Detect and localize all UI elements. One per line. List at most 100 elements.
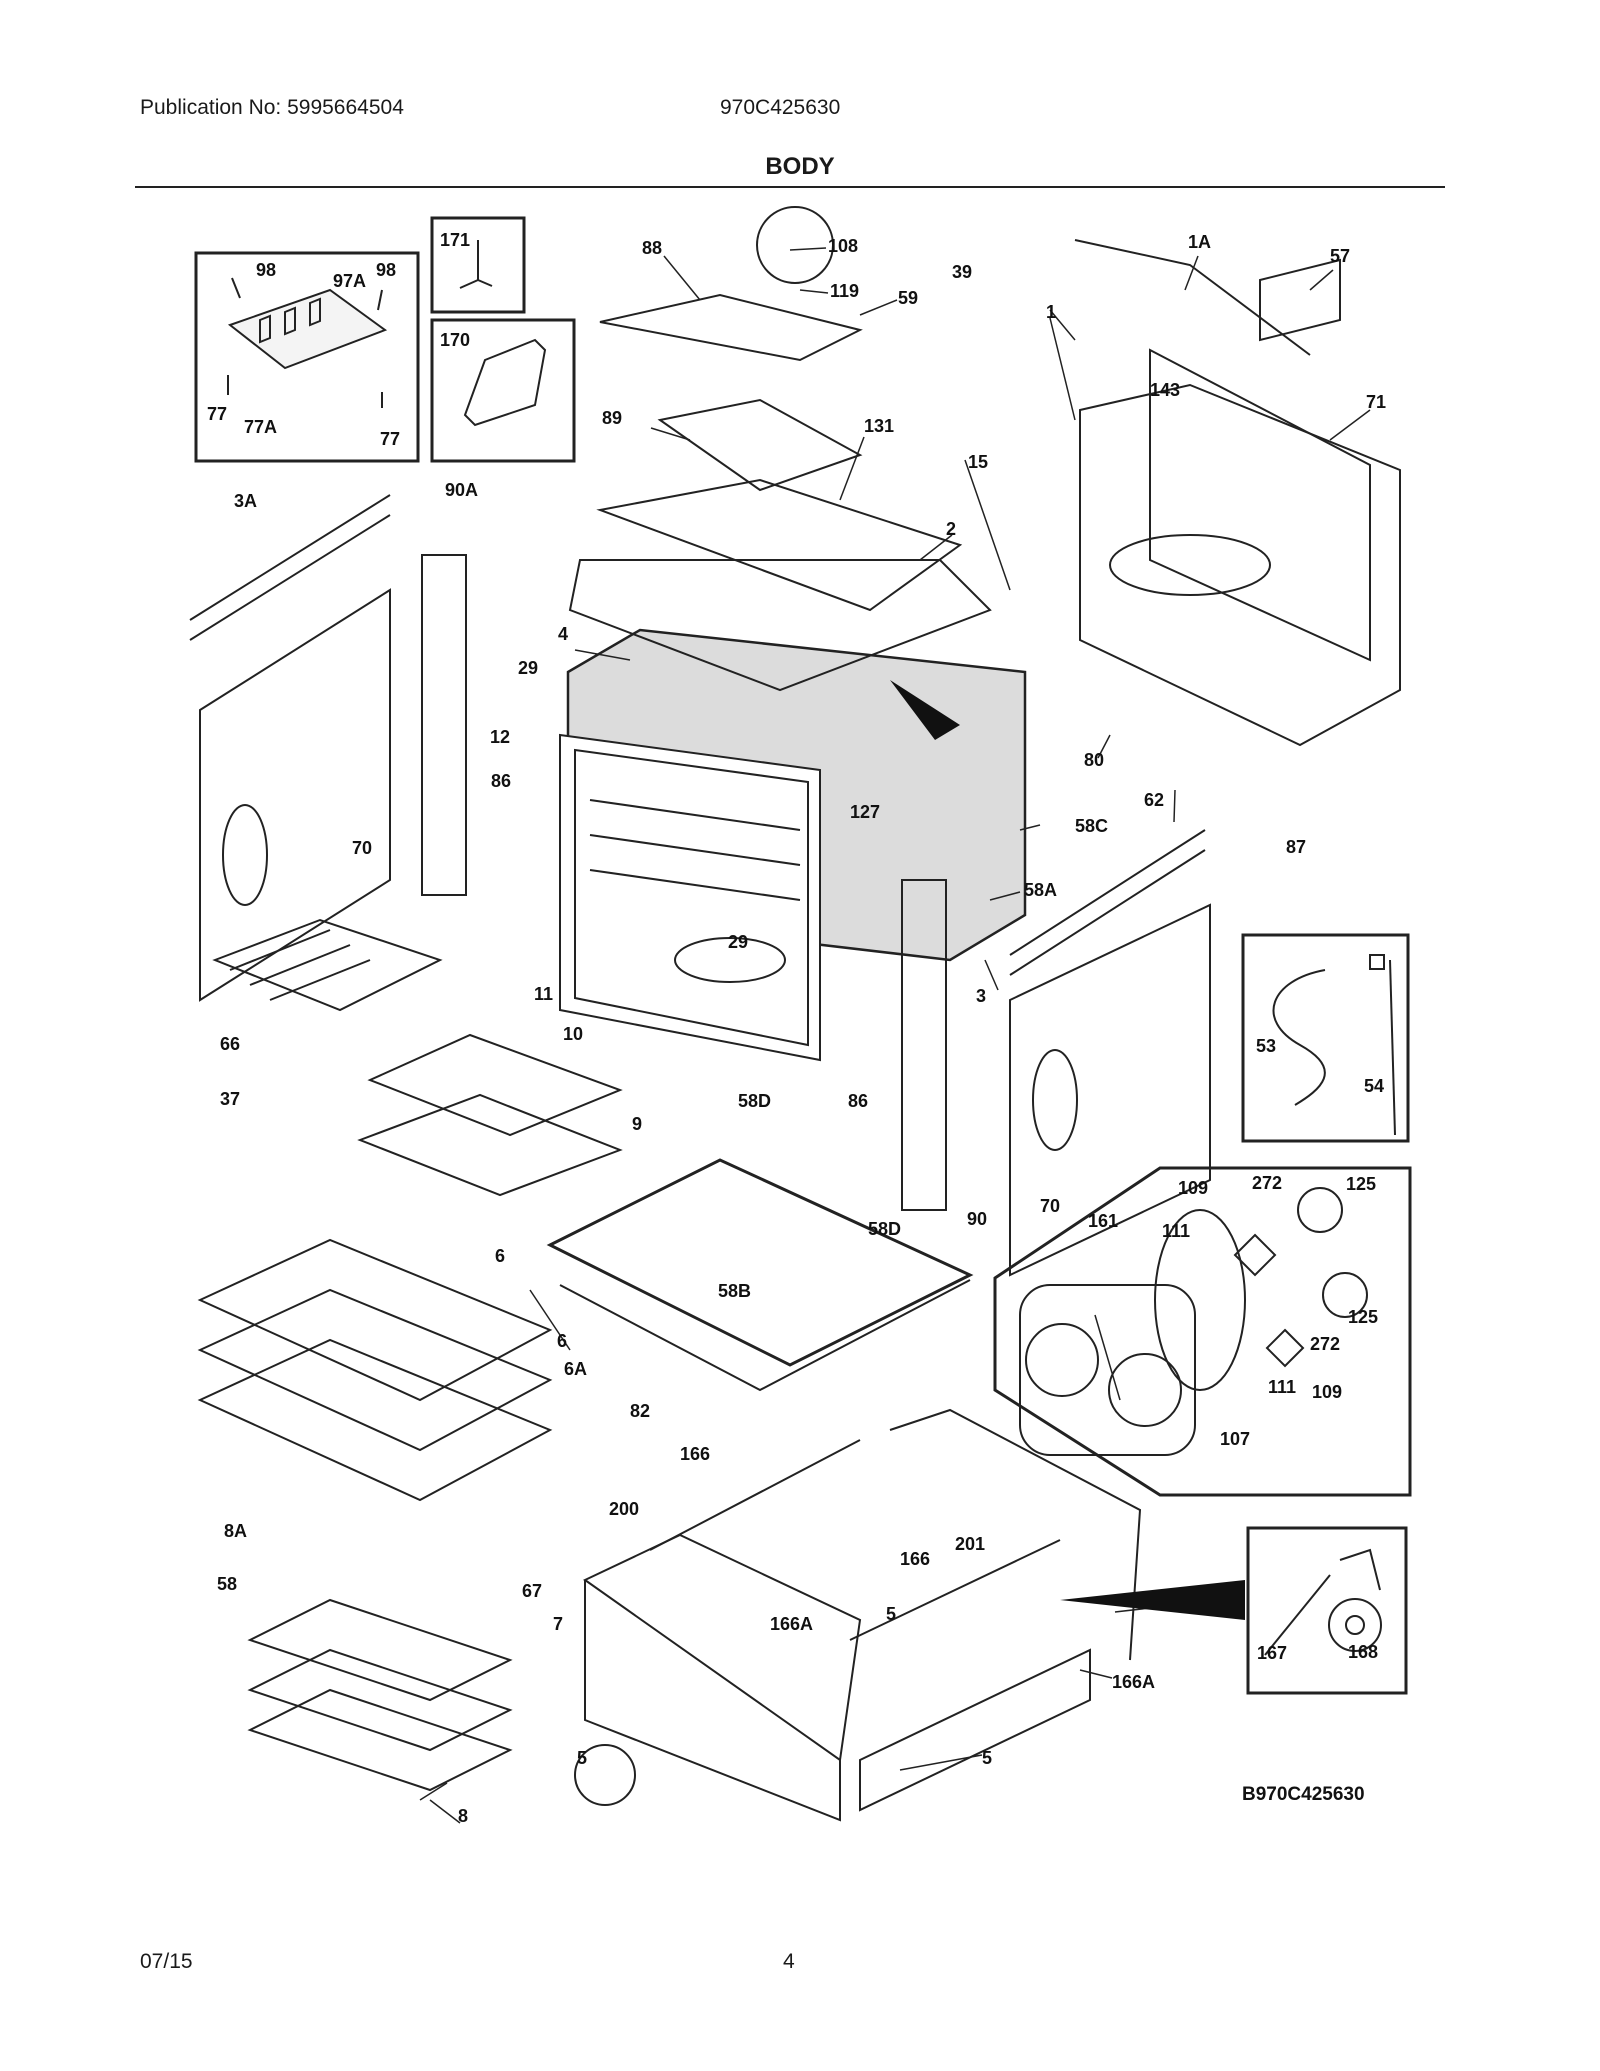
callout-5b: 5: [982, 1748, 992, 1768]
inset-hinge: [1246, 1526, 1408, 1695]
callout-77a-label: 77A: [244, 417, 277, 437]
callout-86b: 86: [848, 1091, 868, 1111]
callout-8: 8: [458, 1806, 468, 1826]
callout-166a-a: 166A: [770, 1614, 813, 1634]
callout-77b: 77: [380, 429, 400, 449]
callout-86a: 86: [491, 771, 511, 791]
callout-5c: 5: [577, 1748, 587, 1768]
callout-4: 4: [558, 624, 568, 644]
callout-54: 54: [1364, 1076, 1384, 1096]
callout-1: 1: [1046, 302, 1056, 322]
callout-109b: 109: [1312, 1382, 1342, 1402]
callout-111b: 111: [1268, 1377, 1296, 1397]
callout-67: 67: [522, 1581, 542, 1601]
callout-98a: 98: [256, 260, 276, 280]
callout-70a: 70: [352, 838, 372, 858]
callout-labels: 98 97A 98 77 77A 77 171 170 88 108 119 5…: [207, 230, 1386, 1826]
callout-166b: 166: [900, 1549, 930, 1569]
callout-98b: 98: [376, 260, 396, 280]
callout-272b: 272: [1310, 1334, 1340, 1354]
footer-date: 07/15: [140, 1950, 193, 1973]
callout-119: 119: [830, 281, 859, 301]
model-number: 970C425630: [720, 96, 841, 119]
callout-66: 66: [220, 1034, 240, 1054]
racks-and-elements: [197, 918, 623, 1792]
page-title: BODY: [765, 153, 835, 180]
inset-probe-wire: [1241, 933, 1410, 1143]
callout-wedge: [1060, 1580, 1245, 1620]
callout-171: 171: [440, 230, 470, 250]
side-panels: [189, 494, 1211, 1277]
inset-convection-fan: [993, 1166, 1412, 1497]
callout-6a-label: 6A: [564, 1359, 587, 1379]
callout-80: 80: [1084, 750, 1104, 770]
callout-272a: 272: [1252, 1173, 1282, 1193]
callout-62: 62: [1144, 790, 1164, 810]
callout-143: 143: [1150, 380, 1180, 400]
lower-frame: [546, 1158, 1142, 1822]
callout-88: 88: [642, 238, 662, 258]
title-divider: [135, 186, 1445, 188]
diagram-code: B970C425630: [1242, 1784, 1365, 1805]
callout-12: 12: [490, 727, 510, 747]
callout-87: 87: [1286, 837, 1306, 857]
callout-9: 9: [632, 1114, 642, 1134]
inset-bracket-171: [430, 216, 526, 314]
callout-53: 53: [1256, 1036, 1276, 1056]
callout-2: 2: [946, 519, 956, 539]
page-number: 4: [783, 1950, 795, 1973]
callout-109a: 109: [1178, 1178, 1208, 1198]
callout-6b: 6: [557, 1331, 567, 1351]
callout-29a: 29: [518, 658, 538, 678]
oven-cavity: [559, 628, 1027, 1062]
callout-89: 89: [602, 408, 622, 428]
callout-170: 170: [440, 330, 470, 350]
callout-90a: 90A: [445, 480, 478, 500]
callout-107: 107: [1220, 1429, 1250, 1449]
callout-82: 82: [630, 1401, 650, 1421]
callout-200: 200: [609, 1499, 639, 1519]
publication-number: Publication No: 5995664504: [140, 96, 404, 119]
callout-161: 161: [1088, 1211, 1118, 1231]
callout-6a: 6: [495, 1246, 505, 1266]
callout-201: 201: [955, 1534, 985, 1554]
callout-59: 59: [898, 288, 918, 308]
callout-97a: 97A: [333, 271, 366, 291]
callout-5a: 5: [886, 1604, 896, 1624]
callout-57: 57: [1330, 246, 1350, 266]
callout-15: 15: [968, 452, 988, 472]
callout-58: 58: [217, 1574, 237, 1594]
callout-39: 39: [952, 262, 972, 282]
callout-166a: 166: [680, 1444, 710, 1464]
callout-58a: 58A: [1024, 880, 1057, 900]
callout-127: 127: [850, 802, 880, 822]
callout-37: 37: [220, 1089, 240, 1109]
callout-58b: 58B: [718, 1281, 751, 1301]
callout-108: 108: [828, 236, 858, 256]
callout-10: 10: [563, 1024, 583, 1044]
callout-58d-b: 58D: [868, 1219, 901, 1239]
rear-panels: [1074, 239, 1401, 747]
callout-7: 7: [553, 1614, 563, 1634]
callout-58c: 58C: [1075, 816, 1108, 836]
callout-77a: 77: [207, 404, 227, 424]
callout-131: 131: [864, 416, 894, 436]
callout-111a: 111: [1162, 1221, 1190, 1241]
callout-29b: 29: [728, 932, 748, 952]
top-panels: [568, 206, 992, 692]
callout-71: 71: [1366, 392, 1386, 412]
callout-8a: 8A: [224, 1521, 247, 1541]
callout-167: 167: [1257, 1643, 1287, 1663]
callout-58d-a: 58D: [738, 1091, 771, 1111]
callout-1a: 1A: [1188, 232, 1211, 252]
callout-125b: 125: [1348, 1307, 1378, 1327]
callout-11: 11: [534, 984, 553, 1004]
callout-70b: 70: [1040, 1196, 1060, 1216]
inset-bracket-170: [430, 318, 576, 463]
callout-3a: 3A: [234, 491, 257, 511]
callout-arrow: [890, 680, 960, 740]
callout-168: 168: [1348, 1642, 1378, 1662]
inset-control-board: [194, 251, 420, 463]
callout-90: 90: [967, 1209, 987, 1229]
